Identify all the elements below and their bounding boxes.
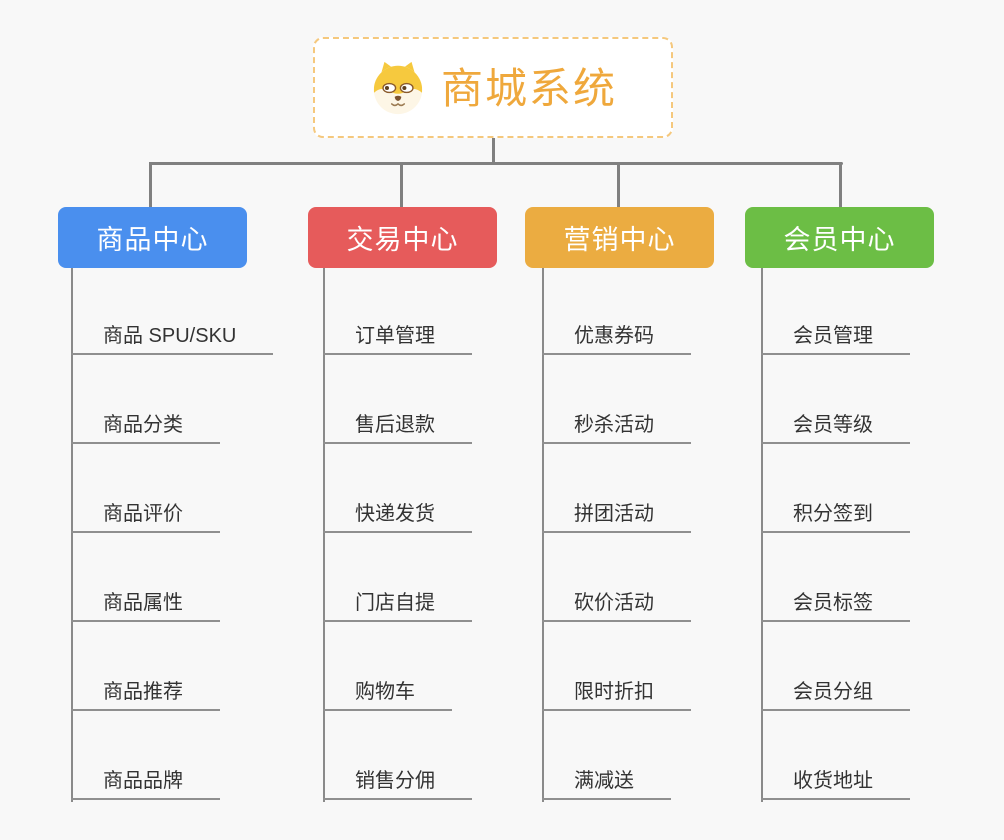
branch-node-member-center[interactable]: 会员中心 bbox=[745, 207, 934, 268]
dog-logo-icon bbox=[373, 61, 423, 114]
branch-node-trade-center[interactable]: 交易中心 bbox=[308, 207, 497, 268]
leaf-node[interactable]: 售后退款 bbox=[323, 402, 472, 444]
leaf-node[interactable]: 会员管理 bbox=[761, 313, 910, 355]
leaf-node[interactable]: 销售分佣 bbox=[323, 758, 472, 800]
connector-drop-product bbox=[149, 162, 152, 209]
connector-root-stub bbox=[492, 137, 495, 164]
leaf-node[interactable]: 商品 SPU/SKU bbox=[71, 313, 274, 355]
leaf-node[interactable]: 购物车 bbox=[323, 669, 452, 711]
root-node-mall-system[interactable]: 商城系统 bbox=[313, 37, 673, 138]
leaf-node[interactable]: 积分签到 bbox=[761, 491, 910, 533]
leaf-node[interactable]: 拼团活动 bbox=[542, 491, 691, 533]
leaf-node[interactable]: 会员标签 bbox=[761, 580, 910, 622]
leaf-node[interactable]: 砍价活动 bbox=[542, 580, 691, 622]
branch-label: 会员中心 bbox=[783, 225, 896, 255]
leaf-node[interactable]: 商品推荐 bbox=[71, 669, 220, 711]
leaf-node[interactable]: 满减送 bbox=[542, 758, 671, 800]
connector-drop-trade bbox=[400, 162, 403, 209]
leaf-node[interactable]: 商品评价 bbox=[71, 491, 220, 533]
leaf-node[interactable]: 商品品牌 bbox=[71, 758, 220, 800]
connector-drop-marketing bbox=[617, 162, 620, 209]
trunk-marketing bbox=[542, 268, 544, 802]
leaf-node[interactable]: 收货地址 bbox=[761, 758, 910, 800]
leaf-node[interactable]: 订单管理 bbox=[323, 313, 472, 355]
leaf-node[interactable]: 商品分类 bbox=[71, 402, 220, 444]
trunk-trade bbox=[323, 268, 325, 802]
branch-node-product-center[interactable]: 商品中心 bbox=[58, 207, 247, 268]
leaf-node[interactable]: 快递发货 bbox=[323, 491, 472, 533]
leaf-node[interactable]: 会员分组 bbox=[761, 669, 910, 711]
connector-horizontal-bar bbox=[149, 162, 843, 165]
leaf-node[interactable]: 限时折扣 bbox=[542, 669, 691, 711]
leaf-node[interactable]: 门店自提 bbox=[323, 580, 472, 622]
branch-node-marketing-center[interactable]: 营销中心 bbox=[525, 207, 714, 268]
branch-label: 商品中心 bbox=[96, 225, 209, 255]
leaf-node[interactable]: 会员等级 bbox=[761, 402, 910, 444]
leaf-node[interactable]: 优惠券码 bbox=[542, 313, 691, 355]
connector-drop-member bbox=[839, 162, 842, 209]
branch-label: 交易中心 bbox=[346, 225, 459, 255]
root-title: 商城系统 bbox=[440, 64, 617, 112]
leaf-node[interactable]: 秒杀活动 bbox=[542, 402, 691, 444]
leaf-node[interactable]: 商品属性 bbox=[71, 580, 220, 622]
branch-label: 营销中心 bbox=[563, 225, 676, 255]
trunk-member bbox=[761, 268, 763, 802]
trunk-product bbox=[71, 268, 73, 802]
